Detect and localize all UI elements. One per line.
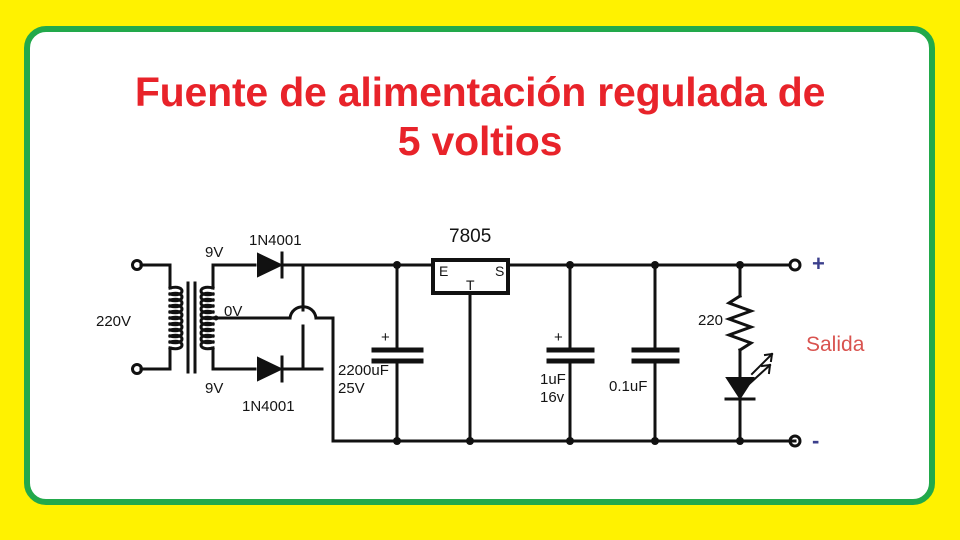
- page-title-line-1: Fuente de alimentación regulada de: [134, 69, 826, 115]
- led-emission-arrows: [745, 352, 774, 388]
- node-ground-cap1uf: [566, 437, 574, 445]
- label-output-salida: Salida: [806, 333, 865, 356]
- label-regulator-pin-ground: T: [466, 277, 475, 293]
- capacitor-output-1: [546, 347, 595, 364]
- node-ground-regulator: [466, 437, 474, 445]
- label-secondary-bottom: 9V: [205, 380, 224, 397]
- wire-primary-top: [139, 263, 172, 290]
- label-cap-out1-polarity: +: [554, 329, 563, 346]
- resistor-led: [724, 293, 756, 353]
- label-secondary-top: 9V: [205, 244, 224, 261]
- label-resistor-value: 220: [698, 312, 724, 329]
- label-diode-bottom: 1N4001: [242, 398, 295, 415]
- transformer-secondary-winding: [199, 285, 215, 351]
- label-filter-cap-voltage: 25V: [338, 380, 365, 397]
- label-filter-cap-polarity: +: [381, 329, 390, 346]
- capacitor-filter: [371, 347, 424, 364]
- label-transformer-primary: 220V: [96, 313, 132, 330]
- node-ground-cap01uf: [651, 437, 659, 445]
- label-cap-out2-value: 0.1uF: [609, 378, 648, 395]
- label-diode-top: 1N4001: [249, 232, 302, 249]
- label-output-negative: -: [812, 428, 820, 453]
- node-ground-led: [736, 437, 744, 445]
- wire-crossover-hop: [288, 305, 318, 320]
- led-indicator: [724, 377, 756, 401]
- voltage-regulator-body: [431, 258, 510, 295]
- label-regulator-pin-input: E: [439, 263, 449, 279]
- transformer-primary-winding: [168, 285, 184, 351]
- page-title-line-2: 5 voltios: [397, 118, 563, 164]
- capacitor-output-2: [631, 347, 680, 364]
- node-ground-filter: [393, 437, 401, 445]
- label-filter-cap-value: 2200uF: [338, 362, 389, 379]
- label-cap-out1-voltage: 16v: [540, 389, 565, 406]
- output-terminal-positive[interactable]: [788, 258, 802, 272]
- label-regulator: 7805: [449, 226, 492, 247]
- wire-secondary-bottom: [211, 346, 257, 371]
- diode-top: [257, 251, 324, 279]
- label-secondary-center: 0V: [224, 303, 243, 320]
- wire-center-tap-to-ground: [314, 316, 335, 443]
- wire-primary-bottom: [139, 346, 172, 371]
- page-title: Fuente de alimentación regulada de 5 vol…: [60, 68, 900, 166]
- label-regulator-pin-output: S: [495, 263, 505, 279]
- diode-bottom: [257, 355, 324, 383]
- label-cap-out1-value: 1uF: [540, 371, 566, 388]
- wire-secondary-top: [211, 263, 257, 290]
- label-output-positive: +: [812, 251, 825, 276]
